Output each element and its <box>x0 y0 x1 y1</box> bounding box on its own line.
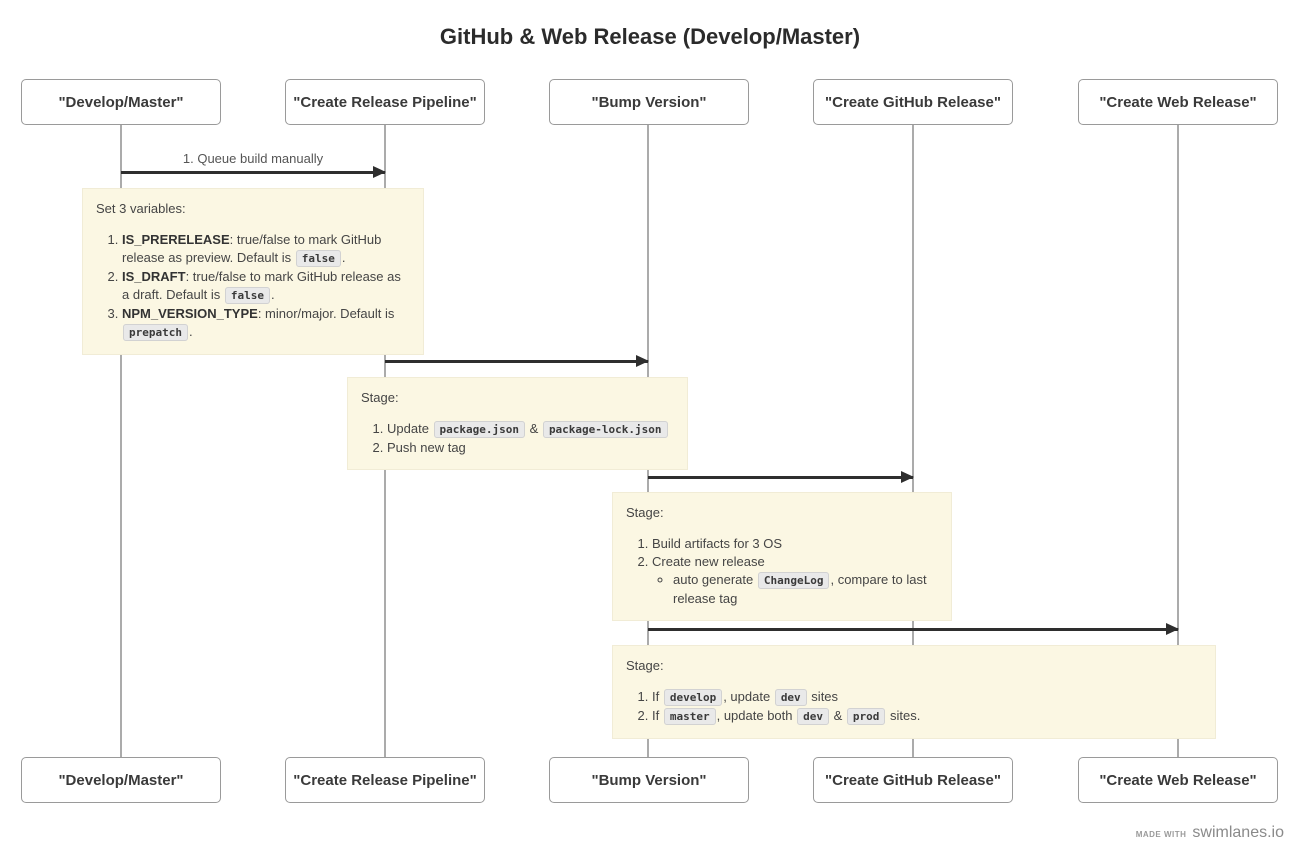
note-stage-update-sites: Stage: If develop, update dev sitesIf ma… <box>612 645 1216 739</box>
arrow-bump-to-github-release <box>648 471 914 483</box>
note-list: Build artifacts for 3 OSCreate new relea… <box>626 535 938 608</box>
actor-bottom-create-release-pipeline: "Create Release Pipeline" <box>285 757 485 803</box>
actor-label: "Create GitHub Release" <box>825 93 1001 111</box>
note-title: Stage: <box>626 505 664 520</box>
actor-label: "Create Release Pipeline" <box>293 93 477 111</box>
diagram-title: GitHub & Web Release (Develop/Master) <box>439 24 861 49</box>
arrow-label-queue-build: 1. Queue build manually <box>182 151 324 166</box>
actor-label: "Create Web Release" <box>1099 93 1257 111</box>
arrowhead-icon <box>636 355 649 367</box>
watermark: MADE WITH swimlanes.io <box>1136 824 1284 842</box>
actor-label: "Develop/Master" <box>58 771 184 789</box>
watermark-prefix: MADE WITH <box>1135 830 1187 839</box>
arrowhead-icon <box>373 166 386 178</box>
actor-bottom-create-web-release: "Create Web Release" <box>1078 757 1278 803</box>
actor-label: "Bump Version" <box>591 93 707 111</box>
actor-top-create-web-release: "Create Web Release" <box>1078 79 1278 125</box>
note-list: IS_PRERELEASE: true/false to mark GitHub… <box>96 231 410 342</box>
actor-bottom-create-github-release: "Create GitHub Release" <box>813 757 1013 803</box>
note-set-3-variables: Set 3 variables: IS_PRERELEASE: true/fal… <box>82 188 424 355</box>
arrowhead-icon <box>1166 623 1179 635</box>
note-stage-build-artifacts: Stage: Build artifacts for 3 OSCreate ne… <box>612 492 952 621</box>
actor-label: "Develop/Master" <box>58 93 184 111</box>
arrow-pipeline-to-bump-version <box>385 355 649 367</box>
note-title: Stage: <box>361 390 399 405</box>
arrow-bump-to-web-release <box>648 623 1179 635</box>
actor-top-develop-master: "Develop/Master" <box>21 79 221 125</box>
note-title: Stage: <box>626 658 664 673</box>
actor-bottom-bump-version: "Bump Version" <box>549 757 749 803</box>
swimlanes-brand: swimlanes.io <box>1192 824 1284 841</box>
actor-label: "Create GitHub Release" <box>825 771 1001 789</box>
note-stage-update-package: Stage: Update package.json & package-loc… <box>347 377 688 470</box>
actor-label: "Create Release Pipeline" <box>293 771 477 789</box>
arrow-queue-build-manually <box>121 166 386 178</box>
actor-label: "Bump Version" <box>591 771 707 789</box>
lifeline-create-web-release <box>1177 125 1179 757</box>
actor-label: "Create Web Release" <box>1099 771 1257 789</box>
actor-top-create-github-release: "Create GitHub Release" <box>813 79 1013 125</box>
lifeline-create-github-release <box>912 125 914 757</box>
lifeline-develop-master <box>120 125 122 757</box>
note-list: If develop, update dev sitesIf master, u… <box>626 688 1202 726</box>
arrowhead-icon <box>901 471 914 483</box>
actor-top-create-release-pipeline: "Create Release Pipeline" <box>285 79 485 125</box>
note-list: Update package.json & package-lock.jsonP… <box>361 420 674 457</box>
note-title: Set 3 variables: <box>96 201 186 216</box>
actor-top-bump-version: "Bump Version" <box>549 79 749 125</box>
actor-bottom-develop-master: "Develop/Master" <box>21 757 221 803</box>
